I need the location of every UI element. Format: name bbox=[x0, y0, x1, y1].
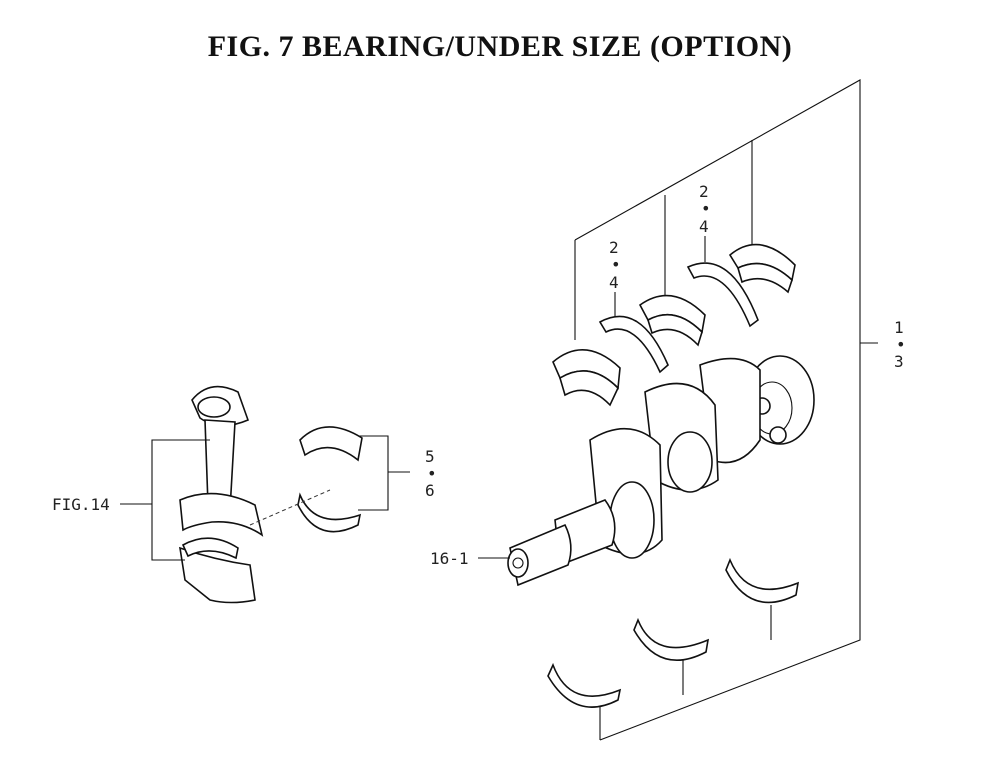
callout-1-3: 1 • 3 bbox=[894, 318, 906, 371]
upper-main-bearing-2 bbox=[638, 294, 706, 347]
lower-main-bearing-2 bbox=[633, 617, 710, 661]
svg-text:•: • bbox=[611, 255, 621, 274]
svg-text:2: 2 bbox=[699, 182, 709, 201]
svg-text:•: • bbox=[701, 199, 711, 218]
svg-text:4: 4 bbox=[699, 217, 709, 236]
callout-5-6: 5 • 6 bbox=[425, 447, 437, 500]
callout-16-1: 16-1 bbox=[430, 549, 469, 568]
lower-main-bearing-3 bbox=[725, 557, 800, 604]
rod-bearing-upper bbox=[299, 426, 363, 462]
svg-text:•: • bbox=[896, 335, 906, 354]
svg-text:3: 3 bbox=[894, 352, 904, 371]
upper-thrust-bearing-2 bbox=[686, 262, 759, 328]
bearing-leader-lines bbox=[614, 236, 706, 320]
svg-text:2: 2 bbox=[609, 238, 619, 257]
rod-leader-lines bbox=[120, 435, 510, 561]
rod-bearing-lower bbox=[297, 492, 362, 533]
callout-fig-14: FIG.14 bbox=[52, 495, 110, 514]
svg-text:1: 1 bbox=[894, 318, 904, 337]
svg-text:5: 5 bbox=[425, 447, 435, 466]
upper-main-bearing-3 bbox=[728, 243, 796, 294]
upper-main-bearing-1 bbox=[552, 349, 621, 407]
callout-2-4-right: 2 • 4 bbox=[699, 182, 711, 236]
callout-2-4-left: 2 • 4 bbox=[609, 238, 621, 292]
crankshaft bbox=[507, 355, 815, 587]
lower-main-bearing-1 bbox=[547, 662, 622, 708]
svg-text:4: 4 bbox=[609, 273, 619, 292]
connecting-rod bbox=[179, 385, 264, 604]
svg-text:6: 6 bbox=[425, 481, 435, 500]
svg-text:•: • bbox=[427, 464, 437, 483]
figure-title: FIG. 7 BEARING/UNDER SIZE (OPTION) bbox=[207, 30, 793, 63]
upper-thrust-bearing-1 bbox=[598, 315, 669, 374]
